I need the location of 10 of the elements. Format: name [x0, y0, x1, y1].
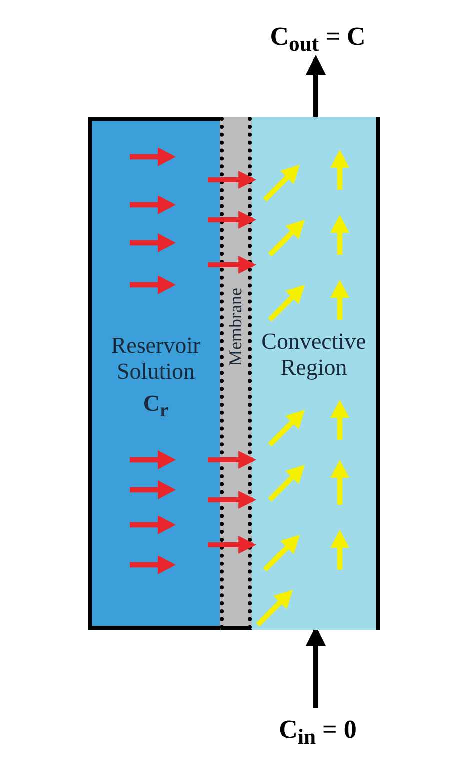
- convective-region: [252, 117, 380, 630]
- inlet-concentration-label: C$_{in}$ = 0: [238, 708, 398, 752]
- outlet-concentration-label: C$_{out}$ = C: [238, 15, 398, 59]
- region-label: Membrane: [226, 288, 246, 366]
- region-label: Reservoir Solution: [110, 333, 202, 385]
- membrane-band: [220, 117, 252, 630]
- region-label: Convective Region: [260, 329, 368, 381]
- reservoir-region: [88, 117, 220, 630]
- flow-arrow: [306, 55, 326, 117]
- concentration-label: C$_{r}$: [142, 391, 170, 424]
